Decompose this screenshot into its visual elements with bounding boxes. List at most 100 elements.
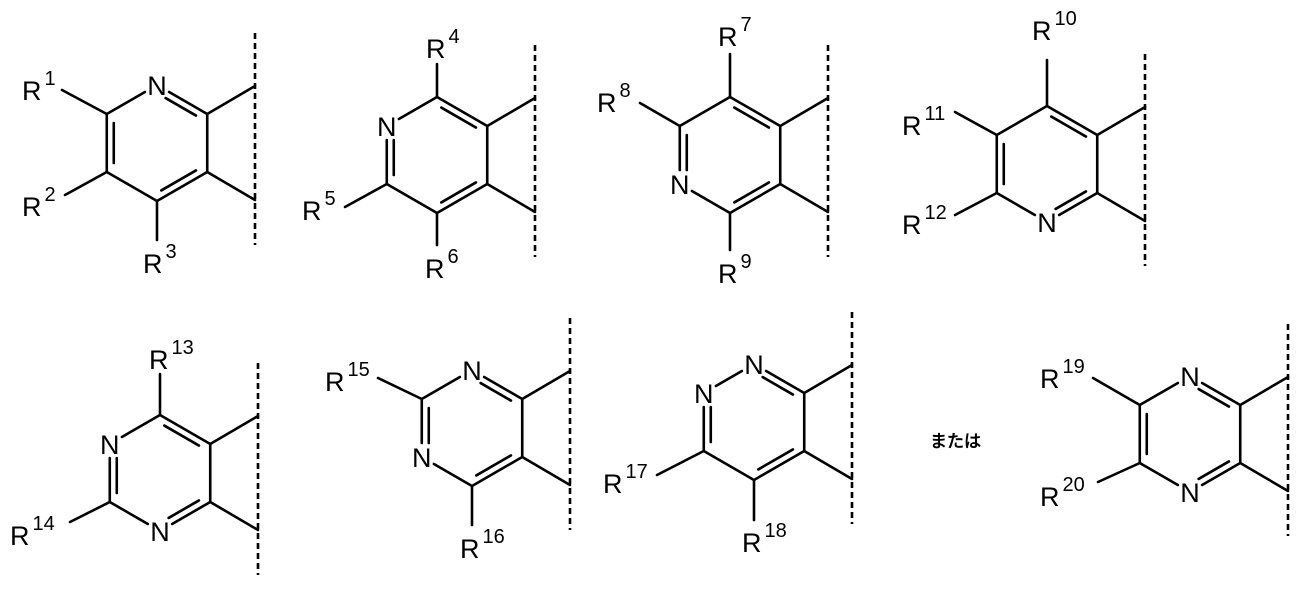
substituent-symbol: R bbox=[597, 88, 617, 118]
substituent-label: R12 bbox=[902, 202, 947, 240]
ring-bond bbox=[122, 415, 160, 437]
substituent-label: R14 bbox=[10, 513, 55, 551]
nitrogen-atom-label: N bbox=[377, 112, 397, 142]
substituent-symbol: R bbox=[902, 111, 922, 141]
nitrogen-atom-label: N bbox=[1180, 478, 1200, 508]
ring-bond bbox=[160, 415, 210, 444]
substituent-number: 12 bbox=[925, 202, 947, 224]
ring-bond bbox=[997, 106, 1047, 135]
substituent-symbol: R bbox=[742, 528, 762, 558]
substituent-number: 7 bbox=[741, 14, 752, 36]
nitrogen-atom-label: N bbox=[147, 71, 167, 101]
nitrogen-atom-label: N bbox=[744, 350, 764, 380]
ring-bond bbox=[692, 191, 730, 213]
fusion-bond bbox=[487, 98, 535, 126]
substituent-number: 1 bbox=[45, 68, 56, 90]
fusion-bond bbox=[1097, 107, 1145, 135]
fusion-bond bbox=[207, 86, 255, 114]
substituent-bond bbox=[955, 112, 997, 135]
ring-bond bbox=[1140, 463, 1178, 485]
ring-bond bbox=[754, 451, 804, 480]
substituent-bond bbox=[65, 172, 107, 195]
fusion-bond bbox=[1240, 463, 1288, 491]
substituent-label: R7 bbox=[718, 14, 752, 52]
conjunction-text: または bbox=[930, 432, 981, 452]
substituent-label: R4 bbox=[426, 26, 460, 64]
structure-pyridazine: NNR17R18 bbox=[603, 312, 852, 558]
substituent-symbol: R bbox=[718, 22, 738, 52]
substituent-label: R2 bbox=[22, 184, 56, 222]
substituent-number: 2 bbox=[45, 184, 56, 206]
substituent-number: 11 bbox=[925, 103, 946, 125]
substituent-symbol: R bbox=[718, 259, 738, 289]
double-bond-line bbox=[169, 500, 199, 517]
substituent-label: R10 bbox=[1032, 8, 1077, 46]
substituent-bond bbox=[70, 502, 110, 522]
fusion-bond bbox=[210, 502, 258, 530]
substituent-symbol: R bbox=[1040, 482, 1060, 512]
substituent-symbol: R bbox=[460, 534, 480, 564]
substituent-label: R20 bbox=[1040, 474, 1085, 512]
substituent-number: 9 bbox=[741, 251, 752, 273]
fusion-bond bbox=[1097, 193, 1145, 221]
substituent-symbol: R bbox=[143, 249, 163, 279]
substituent-number: 8 bbox=[620, 80, 631, 102]
ring-bond bbox=[730, 184, 780, 213]
substituent-bond bbox=[640, 103, 680, 126]
substituent-symbol: R bbox=[10, 521, 30, 551]
substituent-number: 5 bbox=[325, 188, 336, 210]
ring-bond bbox=[472, 457, 522, 486]
fusion-bond bbox=[780, 184, 828, 212]
substituent-label: R16 bbox=[460, 526, 505, 564]
substituent-label: R17 bbox=[603, 461, 648, 499]
substituent-label: R1 bbox=[22, 68, 56, 106]
substituent-label: R6 bbox=[425, 246, 459, 284]
fusion-bond bbox=[804, 365, 852, 393]
structure-pyrazine: N N R19R20 bbox=[1040, 324, 1288, 536]
substituent-label: R3 bbox=[143, 241, 177, 279]
ring-bond bbox=[997, 193, 1035, 215]
double-bond-line bbox=[763, 377, 793, 395]
double-bond-line bbox=[1056, 191, 1086, 209]
substituent-bond bbox=[1098, 463, 1140, 482]
structure-pyrimidine-a: NNR13R14 bbox=[10, 337, 258, 575]
substituent-bond bbox=[955, 193, 997, 215]
substituent-label: R9 bbox=[718, 251, 752, 289]
ring-bond bbox=[110, 502, 148, 524]
nitrogen-atom-label: N bbox=[670, 170, 690, 200]
substituent-symbol: R bbox=[149, 345, 169, 375]
substituent-label: R5 bbox=[302, 188, 336, 226]
ring-bond bbox=[422, 377, 460, 399]
fusion-bond bbox=[522, 371, 570, 399]
substituent-symbol: R bbox=[22, 192, 42, 222]
ring-bond bbox=[1140, 383, 1178, 405]
substituent-label: R19 bbox=[1040, 356, 1085, 394]
fusion-bond bbox=[522, 457, 570, 485]
nitrogen-atom-label: N bbox=[1180, 362, 1200, 392]
substituent-number: 13 bbox=[172, 337, 194, 359]
substituent-number: 14 bbox=[33, 513, 55, 535]
nitrogen-atom-label: N bbox=[150, 517, 170, 547]
substituent-number: 18 bbox=[765, 520, 787, 542]
substituent-symbol: R bbox=[426, 34, 446, 64]
fusion-bond bbox=[207, 172, 255, 200]
ring-bond bbox=[437, 184, 487, 213]
substituent-bond bbox=[378, 378, 422, 399]
ring-bond bbox=[437, 97, 487, 126]
ring-bond bbox=[716, 371, 742, 386]
substituent-symbol: R bbox=[425, 254, 445, 284]
double-bond-line bbox=[481, 383, 511, 401]
substituent-symbol: R bbox=[902, 210, 922, 240]
substituent-symbol: R bbox=[1040, 364, 1060, 394]
fusion-bond bbox=[804, 451, 852, 479]
substituent-bond bbox=[62, 90, 107, 114]
fusion-bond bbox=[487, 184, 535, 212]
ring-bond bbox=[107, 92, 145, 114]
substituent-label: R11 bbox=[902, 103, 945, 141]
substituent-bond bbox=[1093, 378, 1140, 405]
substituent-bond bbox=[345, 184, 387, 207]
ring-bond bbox=[704, 451, 754, 480]
substituent-number: 16 bbox=[483, 526, 505, 548]
substituent-bond bbox=[657, 451, 704, 475]
